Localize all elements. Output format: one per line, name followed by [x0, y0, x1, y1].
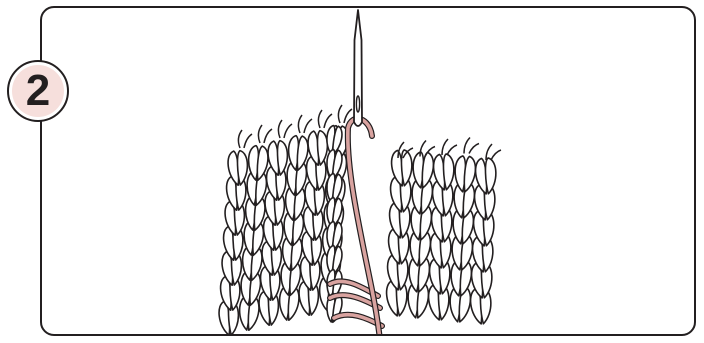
knitted-fabric-left-icon	[218, 105, 352, 336]
working-yarn	[348, 119, 380, 340]
step-number: 2	[9, 62, 67, 120]
yarn-tuft	[258, 125, 272, 143]
tapestry-needle-icon	[354, 10, 362, 126]
knitted-fabric-right-icon	[386, 138, 501, 325]
yarn-tuft	[318, 110, 332, 128]
needle-eye	[356, 96, 359, 112]
yarn-tuft	[278, 120, 292, 138]
yarn-tuft	[238, 130, 252, 148]
yarn-tuft	[298, 115, 312, 133]
yarn-tuft	[464, 138, 479, 154]
step-badge: 2	[7, 60, 69, 122]
yarn-tuft	[442, 139, 457, 155]
